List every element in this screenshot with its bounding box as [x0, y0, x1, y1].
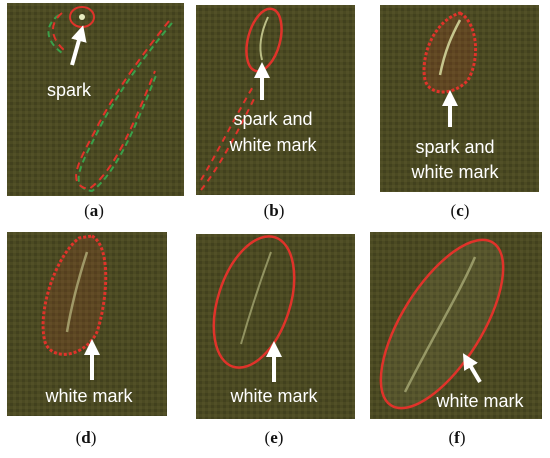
panel-background: [7, 3, 184, 196]
green-dashed-outline: [47, 14, 173, 193]
spark-dot: [79, 14, 85, 20]
panel-f: white mark: [370, 232, 542, 419]
panel-background: [196, 234, 355, 419]
annotation-arrow: [462, 353, 482, 384]
white-mark: [403, 256, 477, 393]
panel-b: spark and white mark: [196, 5, 355, 195]
caption-e: (e): [264, 428, 284, 447]
panel-c: spark and white mark: [380, 5, 539, 192]
panel-d: white mark: [7, 232, 167, 416]
caption-c: (c): [450, 201, 470, 220]
annotation-line-1: white mark: [435, 391, 524, 411]
panel-e: white mark: [196, 234, 355, 419]
annotation-line-1: spark and: [233, 109, 312, 129]
panel-background: [196, 5, 355, 195]
annotation-line-1: spark: [47, 80, 92, 100]
annotation-line-1: white mark: [44, 386, 133, 406]
panel-background: [380, 5, 539, 192]
caption-a: (a): [84, 201, 104, 220]
white-mark: [259, 16, 269, 61]
annotation-arrow: [70, 25, 87, 66]
annotation-line-1: spark and: [415, 137, 494, 157]
panel-background: [7, 232, 167, 416]
red-dashed-outline: [52, 12, 170, 191]
panel-a: spark: [7, 3, 184, 196]
white-mark: [438, 19, 462, 76]
caption-b: (b): [263, 201, 285, 220]
white-mark: [65, 251, 89, 333]
panel-background: [370, 232, 542, 419]
caption-d: (d): [75, 428, 97, 447]
annotation-line-1: white mark: [229, 386, 318, 406]
red-outline: [212, 235, 296, 369]
white-mark: [240, 251, 272, 345]
annotation-line-2: white mark: [228, 135, 317, 155]
annotation-line-2: white mark: [410, 162, 499, 182]
red-outline: [422, 11, 478, 94]
caption-f: (f): [448, 428, 466, 447]
